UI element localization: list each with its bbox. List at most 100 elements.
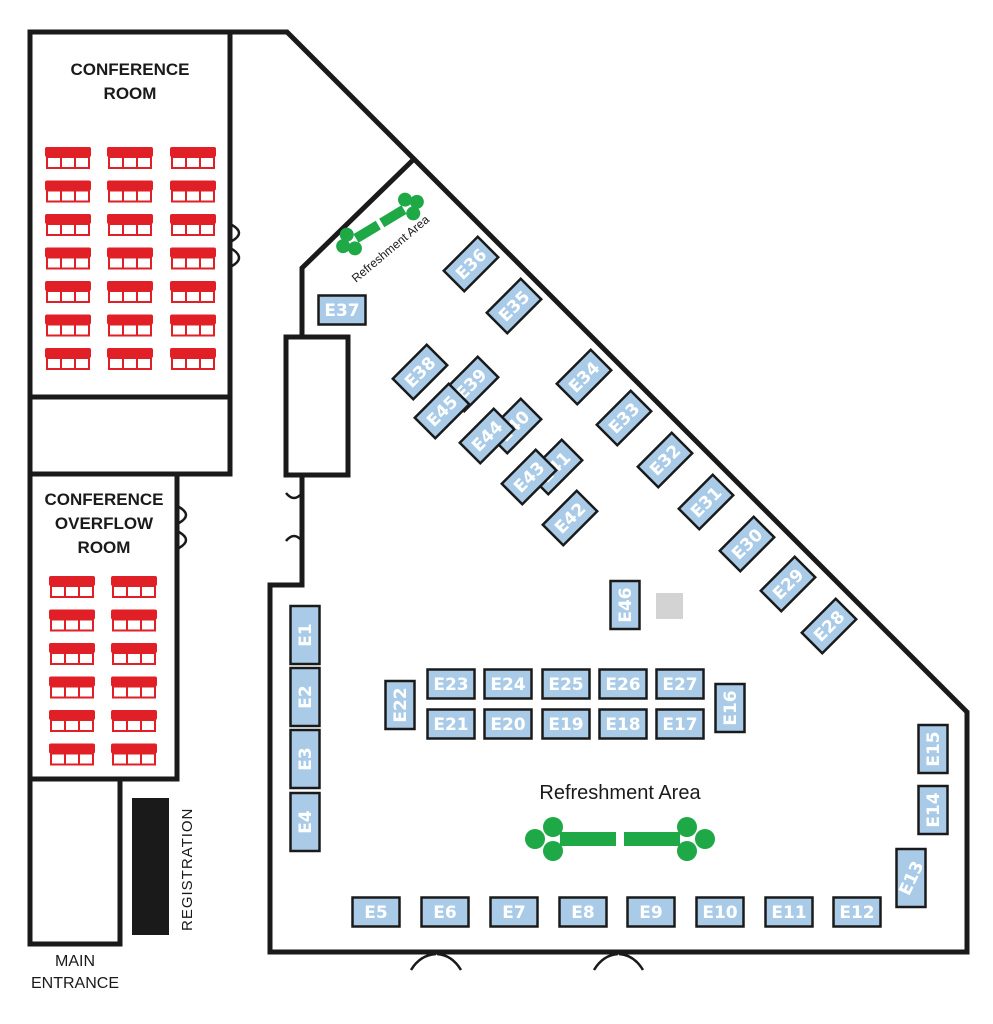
- overflow-room-label-line2: OVERFLOW: [55, 514, 154, 533]
- booth-box[interactable]: [655, 708, 705, 740]
- booth-label: E22: [391, 687, 411, 722]
- booth-e36[interactable]: E36: [442, 235, 500, 293]
- seat-block: [45, 314, 91, 337]
- booth-label: E19: [548, 715, 583, 735]
- booth-e3[interactable]: E3: [289, 728, 321, 790]
- booth-e5[interactable]: E5: [351, 896, 401, 928]
- booth-box[interactable]: [541, 708, 591, 740]
- booth-box[interactable]: [426, 668, 476, 700]
- booth-box[interactable]: [695, 896, 745, 928]
- booth-e25[interactable]: E25: [541, 668, 591, 700]
- booth-e12[interactable]: E12: [832, 896, 882, 928]
- booth-e32[interactable]: E32: [636, 431, 694, 489]
- booth-e13[interactable]: E13: [895, 847, 928, 909]
- booth-e1[interactable]: E1: [289, 604, 321, 666]
- booth-e16[interactable]: E16: [714, 682, 746, 734]
- refreshment-stool: [409, 194, 424, 209]
- booth-e14[interactable]: E14: [917, 784, 949, 836]
- booth-box[interactable]: [489, 896, 539, 928]
- booth-box[interactable]: [413, 382, 471, 440]
- booth-box[interactable]: [500, 448, 558, 506]
- booth-e28[interactable]: E28: [800, 597, 858, 655]
- booth-e44[interactable]: E44: [458, 407, 516, 465]
- booth-e37[interactable]: E37: [317, 294, 367, 326]
- seat-block: [49, 576, 95, 598]
- booth-box[interactable]: [764, 896, 814, 928]
- booth-e11[interactable]: E11: [764, 896, 814, 928]
- booth-e46[interactable]: E46: [609, 579, 641, 631]
- booth-e22[interactable]: E22: [384, 679, 416, 731]
- booth-box[interactable]: [458, 407, 516, 465]
- booth-e6[interactable]: E6: [420, 896, 470, 928]
- booth-box[interactable]: [541, 489, 599, 547]
- booth-e20[interactable]: E20: [483, 708, 533, 740]
- booth-e35[interactable]: E35: [485, 277, 543, 335]
- booth-box[interactable]: [917, 723, 949, 775]
- booth-box[interactable]: [558, 896, 608, 928]
- booth-box[interactable]: [626, 896, 676, 928]
- booth-e33[interactable]: E33: [595, 389, 653, 447]
- booth-box[interactable]: [759, 555, 817, 613]
- booth-box[interactable]: [636, 431, 694, 489]
- overflow-room-door[interactable]: [178, 505, 188, 550]
- booth-box[interactable]: [317, 294, 367, 326]
- booth-e43[interactable]: E43: [500, 448, 558, 506]
- booth-box[interactable]: [289, 728, 321, 790]
- booth-e10[interactable]: E10: [695, 896, 745, 928]
- booth-e26[interactable]: E26: [598, 668, 648, 700]
- booth-e42[interactable]: E42: [541, 489, 599, 547]
- booth-label: E20: [490, 715, 525, 735]
- booth-box[interactable]: [442, 235, 500, 293]
- booth-box[interactable]: [351, 896, 401, 928]
- booth-e24[interactable]: E24: [483, 668, 533, 700]
- booth-label: E26: [605, 675, 640, 695]
- booth-box[interactable]: [384, 679, 416, 731]
- booth-box[interactable]: [289, 791, 321, 853]
- booth-box[interactable]: [483, 708, 533, 740]
- booth-e8[interactable]: E8: [558, 896, 608, 928]
- booth-e19[interactable]: E19: [541, 708, 591, 740]
- booth-box[interactable]: [832, 896, 882, 928]
- refreshment-stool: [543, 817, 563, 837]
- booth-box[interactable]: [289, 666, 321, 728]
- booth-e38[interactable]: E38: [391, 343, 449, 401]
- booth-label: E24: [490, 675, 525, 695]
- booth-box[interactable]: [595, 389, 653, 447]
- booth-e7[interactable]: E7: [489, 896, 539, 928]
- booth-box[interactable]: [420, 896, 470, 928]
- booth-e21[interactable]: E21: [426, 708, 476, 740]
- booth-e30[interactable]: E30: [718, 515, 776, 573]
- booth-box[interactable]: [895, 847, 927, 909]
- booth-e29[interactable]: E29: [759, 555, 817, 613]
- booth-box[interactable]: [555, 348, 613, 406]
- booth-e31[interactable]: E31: [677, 473, 735, 531]
- booth-e27[interactable]: E27: [655, 668, 705, 700]
- booth-e34[interactable]: E34: [555, 348, 613, 406]
- booth-box[interactable]: [609, 579, 641, 631]
- booth-box[interactable]: [483, 668, 533, 700]
- booth-box[interactable]: [655, 668, 705, 700]
- booth-e17[interactable]: E17: [655, 708, 705, 740]
- hall-door-south-2[interactable]: [592, 952, 645, 971]
- hall-side-door[interactable]: [285, 492, 303, 542]
- conference-room-door[interactable]: [231, 223, 241, 268]
- booth-box[interactable]: [426, 708, 476, 740]
- booth-box[interactable]: [718, 515, 776, 573]
- booth-e2[interactable]: E2: [289, 666, 321, 728]
- booth-box[interactable]: [598, 708, 648, 740]
- booth-box[interactable]: [800, 597, 858, 655]
- booth-e23[interactable]: E23: [426, 668, 476, 700]
- booth-box[interactable]: [289, 604, 321, 666]
- booth-e9[interactable]: E9: [626, 896, 676, 928]
- booth-box[interactable]: [677, 473, 735, 531]
- booth-box[interactable]: [391, 343, 449, 401]
- booth-box[interactable]: [917, 784, 949, 836]
- hall-door-south-1[interactable]: [409, 952, 463, 971]
- booth-e4[interactable]: E4: [289, 791, 321, 853]
- booth-box[interactable]: [485, 277, 543, 335]
- booth-e15[interactable]: E15: [917, 723, 949, 775]
- booth-box[interactable]: [541, 668, 591, 700]
- booth-box[interactable]: [598, 668, 648, 700]
- booth-e18[interactable]: E18: [598, 708, 648, 740]
- booth-box[interactable]: [714, 682, 746, 734]
